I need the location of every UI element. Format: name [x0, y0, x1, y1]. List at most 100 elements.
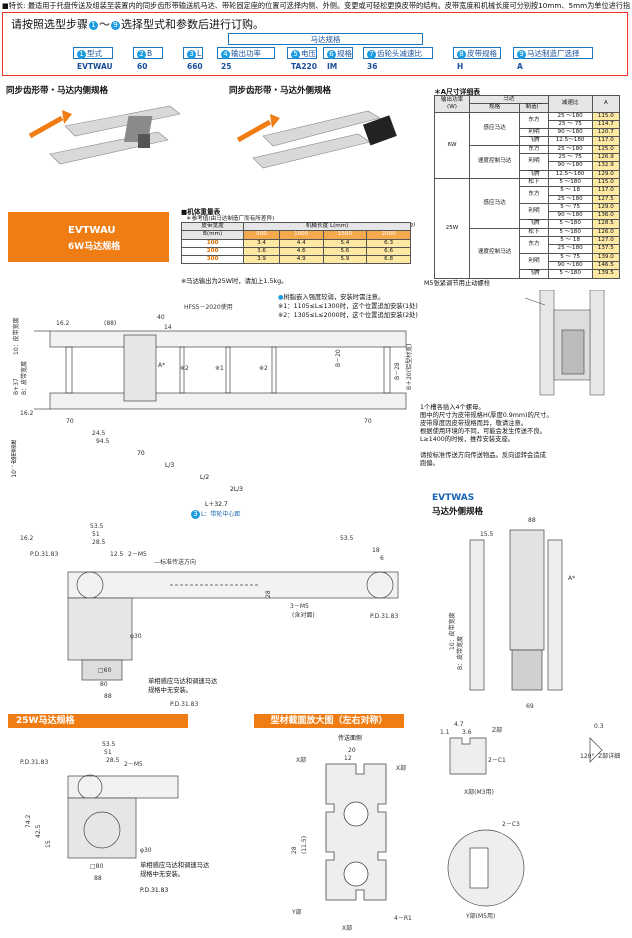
svg-text:74.2: 74.2 [25, 814, 32, 828]
step-4-icon: 4 [221, 49, 230, 59]
svg-text:φ30: φ30 [130, 633, 142, 640]
svg-text:※2: ※2 [259, 365, 268, 372]
svg-text:14: 14 [164, 324, 172, 331]
order-item-label: 规格 [337, 49, 352, 58]
a-th-maker: 制造厂 [519, 103, 549, 113]
svg-text:28: 28 [265, 590, 272, 598]
svg-text:6: 6 [380, 555, 384, 562]
w-cell: 6.8 [366, 255, 411, 265]
a-cell-maker: 东方 [519, 111, 549, 130]
motor-side-drawing [524, 290, 605, 396]
a-cell-maker: 飞腾 [519, 219, 549, 229]
svg-text:70: 70 [364, 418, 372, 425]
note-right-5: L≥1400的时候，推荐安装支座。 [420, 436, 515, 443]
svg-text:16.2: 16.2 [20, 410, 34, 417]
svg-text:2－M5: 2－M5 [124, 761, 143, 768]
a-cell-a: 117.0 [591, 136, 621, 146]
heading-inner: 同步齿形带・马达内侧规格 [6, 86, 109, 96]
a-cell-a: 114.7 [591, 119, 621, 130]
svg-text:3.6: 3.6 [462, 729, 472, 736]
a-cell-ratio: 25 ～180 [547, 111, 593, 121]
a-cell-w: 25W [434, 177, 470, 279]
a-cell-a: 129.0 [591, 169, 621, 179]
order-item-label: B [147, 49, 153, 58]
svg-text:80: 80 [100, 681, 108, 688]
step-5-icon: 5 [291, 49, 300, 59]
svg-text:42.5: 42.5 [35, 824, 42, 838]
w-col-500: 500 [243, 230, 280, 240]
heading-outer: 同步齿形带・马达外侧规格 [229, 86, 332, 96]
w-cell: 4.4 [278, 238, 324, 248]
a-cell-maker: 松下 [519, 227, 549, 238]
svg-text:※2: ※2 [180, 365, 189, 372]
step-9-icon: 9 [517, 49, 526, 59]
order-example-3: 660 [187, 62, 203, 71]
svg-text:28: 28 [291, 846, 298, 854]
svg-text:X部: X部 [396, 764, 406, 772]
product-photo-outer [228, 96, 408, 174]
step-6-icon: 6 [327, 49, 336, 59]
order-example-7: 36 [367, 62, 378, 71]
a-th-output2: (W) [447, 103, 457, 110]
a-cell-a: 115.0 [591, 177, 621, 188]
a-cell-ratio: 5 ～ 75 [547, 202, 593, 213]
w-col-1500: 1500 [322, 230, 368, 240]
a-cell-a: 128.5 [591, 219, 621, 229]
a-cell-a: 139.0 [591, 252, 621, 262]
a-cell-ratio: 5 ～180 [547, 219, 593, 229]
a-table-title: ＊A尺寸详细表 [434, 88, 481, 96]
svg-text:53.5: 53.5 [90, 523, 104, 530]
note-right-3: 皮带厚度因皮带规格而异，敬请注意。 [420, 420, 528, 427]
svg-text:28.5: 28.5 [106, 757, 120, 764]
a-cell-ratio: 25 ～180 [547, 244, 593, 254]
feature-text: ■特长: 最适用于托盘传送及组装至装置内的同步齿形带输送机马达、带轮固定座的位置… [2, 1, 630, 10]
order-item-label: 齿轮头减速比 [377, 49, 422, 58]
svg-text:20: 20 [348, 747, 356, 754]
a-cell-a: 117.0 [591, 186, 621, 196]
dim-l-94: 2L/3 [230, 486, 243, 493]
w-cell: 6.3 [366, 238, 411, 248]
a-cell-ratio: 12.5～180 [547, 169, 593, 179]
a-cell-a: 137.5 [591, 244, 621, 254]
a-cell-a: 146.5 [591, 260, 621, 271]
profile-band: 型材截面放大图（左右对称） [254, 714, 404, 728]
svg-text:53.5: 53.5 [102, 741, 116, 748]
notes-right: 1个槽各插入4个螺母。图中的尺寸为皮带规格H(厚度0.9mm)的尺寸。皮带厚度因… [420, 404, 630, 468]
a-cell-maker: 利明 [519, 252, 549, 271]
a-cell-ratio: 25 ～180 [547, 194, 593, 204]
a-cell-ratio: 90 ～180 [547, 211, 593, 221]
w-row-b: 200 [180, 246, 245, 257]
w-cell: 5.9 [322, 255, 368, 265]
step-8-icon: 8 [457, 49, 466, 59]
order-item-label: 输出功率 [231, 49, 261, 58]
a-cell-a: 126.0 [591, 227, 621, 238]
svg-text:X部: X部 [296, 756, 306, 764]
svg-text:(88): (88) [104, 320, 116, 327]
a-cell-spec: 感应马达 [468, 177, 521, 229]
svg-text:Y部: Y部 [291, 908, 302, 916]
svg-text:53.5: 53.5 [340, 535, 354, 542]
svg-text:Z部详细: Z部详细 [598, 752, 620, 760]
a-th-ratio: 减速比 [547, 95, 593, 113]
